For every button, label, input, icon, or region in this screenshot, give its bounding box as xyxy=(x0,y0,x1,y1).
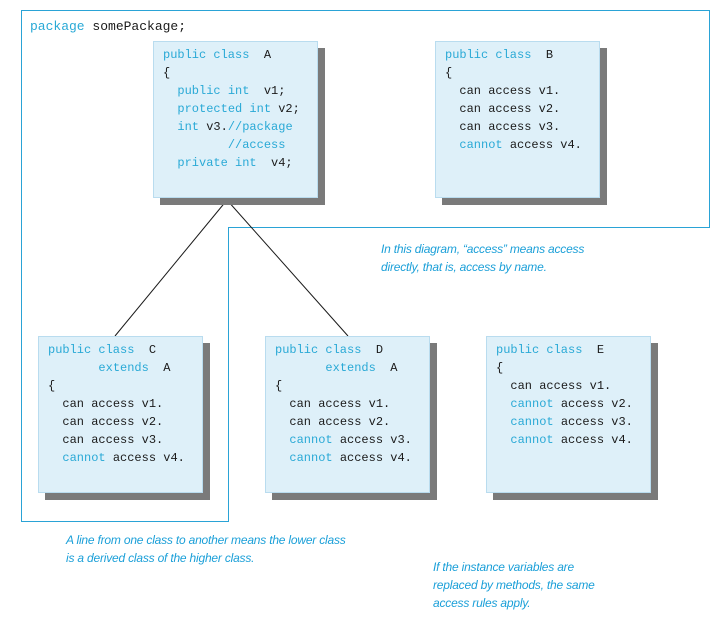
class-d-brace: { xyxy=(275,379,283,393)
access-line: access v4. xyxy=(509,138,582,152)
class-b-box: public class B { can access v1. can acce… xyxy=(435,41,600,198)
class-a-box: public class A { public int v1; protecte… xyxy=(153,41,318,198)
class-a-header-keyword: public class xyxy=(163,48,250,62)
class-b-name: B xyxy=(545,48,554,62)
access-line: access v3. xyxy=(560,415,633,429)
note-line: In this diagram, “access” means access xyxy=(381,242,585,256)
class-e-box: public class E { can access v1. cannot a… xyxy=(486,336,651,493)
class-c-box: public class C extends A { can access v1… xyxy=(38,336,203,493)
member-v3-comment-cont: //access xyxy=(227,138,286,152)
class-c-brace: { xyxy=(48,379,56,393)
package-keyword: package xyxy=(30,19,85,34)
access-line: can access v2. xyxy=(62,415,164,429)
package-boundary xyxy=(21,10,710,522)
inheritance-line-a-c xyxy=(114,199,228,337)
member-v3-type: int xyxy=(177,120,200,134)
class-d-parent: A xyxy=(390,361,398,375)
access-line: can access v3. xyxy=(62,433,164,447)
access-line: access v4. xyxy=(560,433,633,447)
class-e-brace: { xyxy=(496,361,504,375)
access-prefix: cannot xyxy=(459,138,503,152)
access-line: can access v3. xyxy=(459,120,561,134)
member-v2-name: v2; xyxy=(278,102,300,116)
package-name: somePackage; xyxy=(92,19,187,34)
access-line: access v3. xyxy=(339,433,412,447)
member-v1-type: public int xyxy=(177,84,250,98)
note-line: A line from one class to another means t… xyxy=(66,533,346,547)
member-v4-type: private int xyxy=(177,156,257,170)
member-v3-comment: //package xyxy=(227,120,293,134)
class-c-header-keyword: public class xyxy=(48,343,135,357)
access-line: can access v2. xyxy=(289,415,391,429)
class-b-brace: { xyxy=(445,66,453,80)
class-c-name: C xyxy=(148,343,157,357)
package-declaration: package somePackage; xyxy=(30,19,186,34)
inheritance-line-a-d xyxy=(226,199,349,337)
class-c-parent: A xyxy=(163,361,171,375)
member-v2-type: protected int xyxy=(177,102,272,116)
class-d-box: public class D extends A { can access v1… xyxy=(265,336,430,493)
access-prefix: cannot xyxy=(510,397,554,411)
note-line: is a derived class of the higher class. xyxy=(66,551,255,565)
access-prefix: cannot xyxy=(289,451,333,465)
class-d-header-keyword: public class xyxy=(275,343,362,357)
access-prefix: cannot xyxy=(289,433,333,447)
member-v3-name: v3. xyxy=(206,120,228,134)
methods-rule-note: If the instance variables are replaced b… xyxy=(433,558,673,612)
note-line: replaced by methods, the same xyxy=(433,578,595,592)
class-d-extends-keyword: extends xyxy=(325,361,376,375)
access-prefix: cannot xyxy=(62,451,106,465)
member-v1-name: v1; xyxy=(263,84,286,98)
note-line: access rules apply. xyxy=(433,596,531,610)
access-line: can access v1. xyxy=(289,397,391,411)
class-a-name: A xyxy=(263,48,272,62)
inheritance-line-note: A line from one class to another means t… xyxy=(66,531,386,567)
access-prefix: cannot xyxy=(510,433,554,447)
access-line: access v4. xyxy=(112,451,185,465)
class-e-header-keyword: public class xyxy=(496,343,583,357)
access-line: access v4. xyxy=(339,451,412,465)
access-line: access v2. xyxy=(560,397,633,411)
access-line: can access v1. xyxy=(459,84,561,98)
note-line: directly, that is, access by name. xyxy=(381,260,547,274)
class-c-extends-keyword: extends xyxy=(98,361,149,375)
note-line: If the instance variables are xyxy=(433,560,574,574)
class-e-name: E xyxy=(596,343,605,357)
access-line: can access v1. xyxy=(510,379,612,393)
class-b-header-keyword: public class xyxy=(445,48,532,62)
class-a-brace: { xyxy=(163,66,171,80)
class-d-name: D xyxy=(375,343,384,357)
access-line: can access v1. xyxy=(62,397,164,411)
access-definition-note: In this diagram, “access” means access d… xyxy=(381,240,641,276)
member-v4-name: v4; xyxy=(271,156,293,170)
access-prefix: cannot xyxy=(510,415,554,429)
access-line: can access v2. xyxy=(459,102,561,116)
